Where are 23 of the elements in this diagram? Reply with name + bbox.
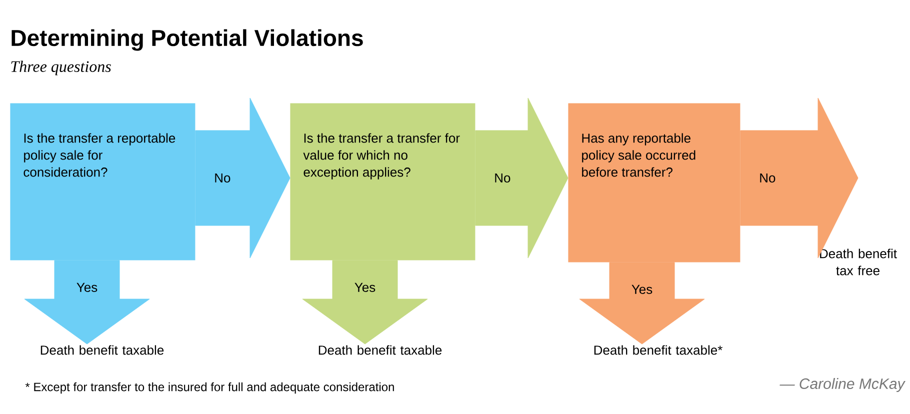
question-box: Is the transfer a reportable policy sale for consideration? — [10, 103, 196, 260]
outcome-text: Death benefit taxable — [318, 345, 442, 355]
outcome-text: Death benefit taxable* — [594, 345, 722, 355]
question-box: Is the transfer a transfer for value for which no exception applies? — [290, 103, 476, 260]
outcome-text: Death benefit tax free — [820, 248, 897, 276]
block-arrow — [740, 98, 858, 258]
block-arrow — [24, 260, 150, 344]
node-label: Is the transfer a transfer for value for which no exception applies? — [303, 133, 460, 180]
edge-label: No — [213, 172, 232, 184]
block-arrow — [579, 262, 705, 344]
edge-label: No — [758, 172, 777, 184]
title: Determining Potential Violations — [12, 29, 363, 51]
footnote: * Except for transfer to the insured for full and adequate consideration — [25, 382, 394, 394]
node-label: Is the transfer a reportable policy sale for consideration? — [24, 133, 176, 177]
outcome-text: Death benefit taxable — [40, 345, 164, 355]
block-arrow — [475, 98, 568, 258]
question-box: Has any reportable policy sale occurred before transfer? — [568, 103, 740, 262]
block-arrow — [195, 98, 290, 258]
edge-label: No — [493, 172, 512, 184]
subtitle: Three questions — [11, 60, 111, 76]
node-label: Has any reportable policy sale occurred before transfer? — [582, 133, 696, 177]
block-arrow — [302, 260, 428, 344]
credit: — Caroline McKay — [780, 378, 906, 392]
